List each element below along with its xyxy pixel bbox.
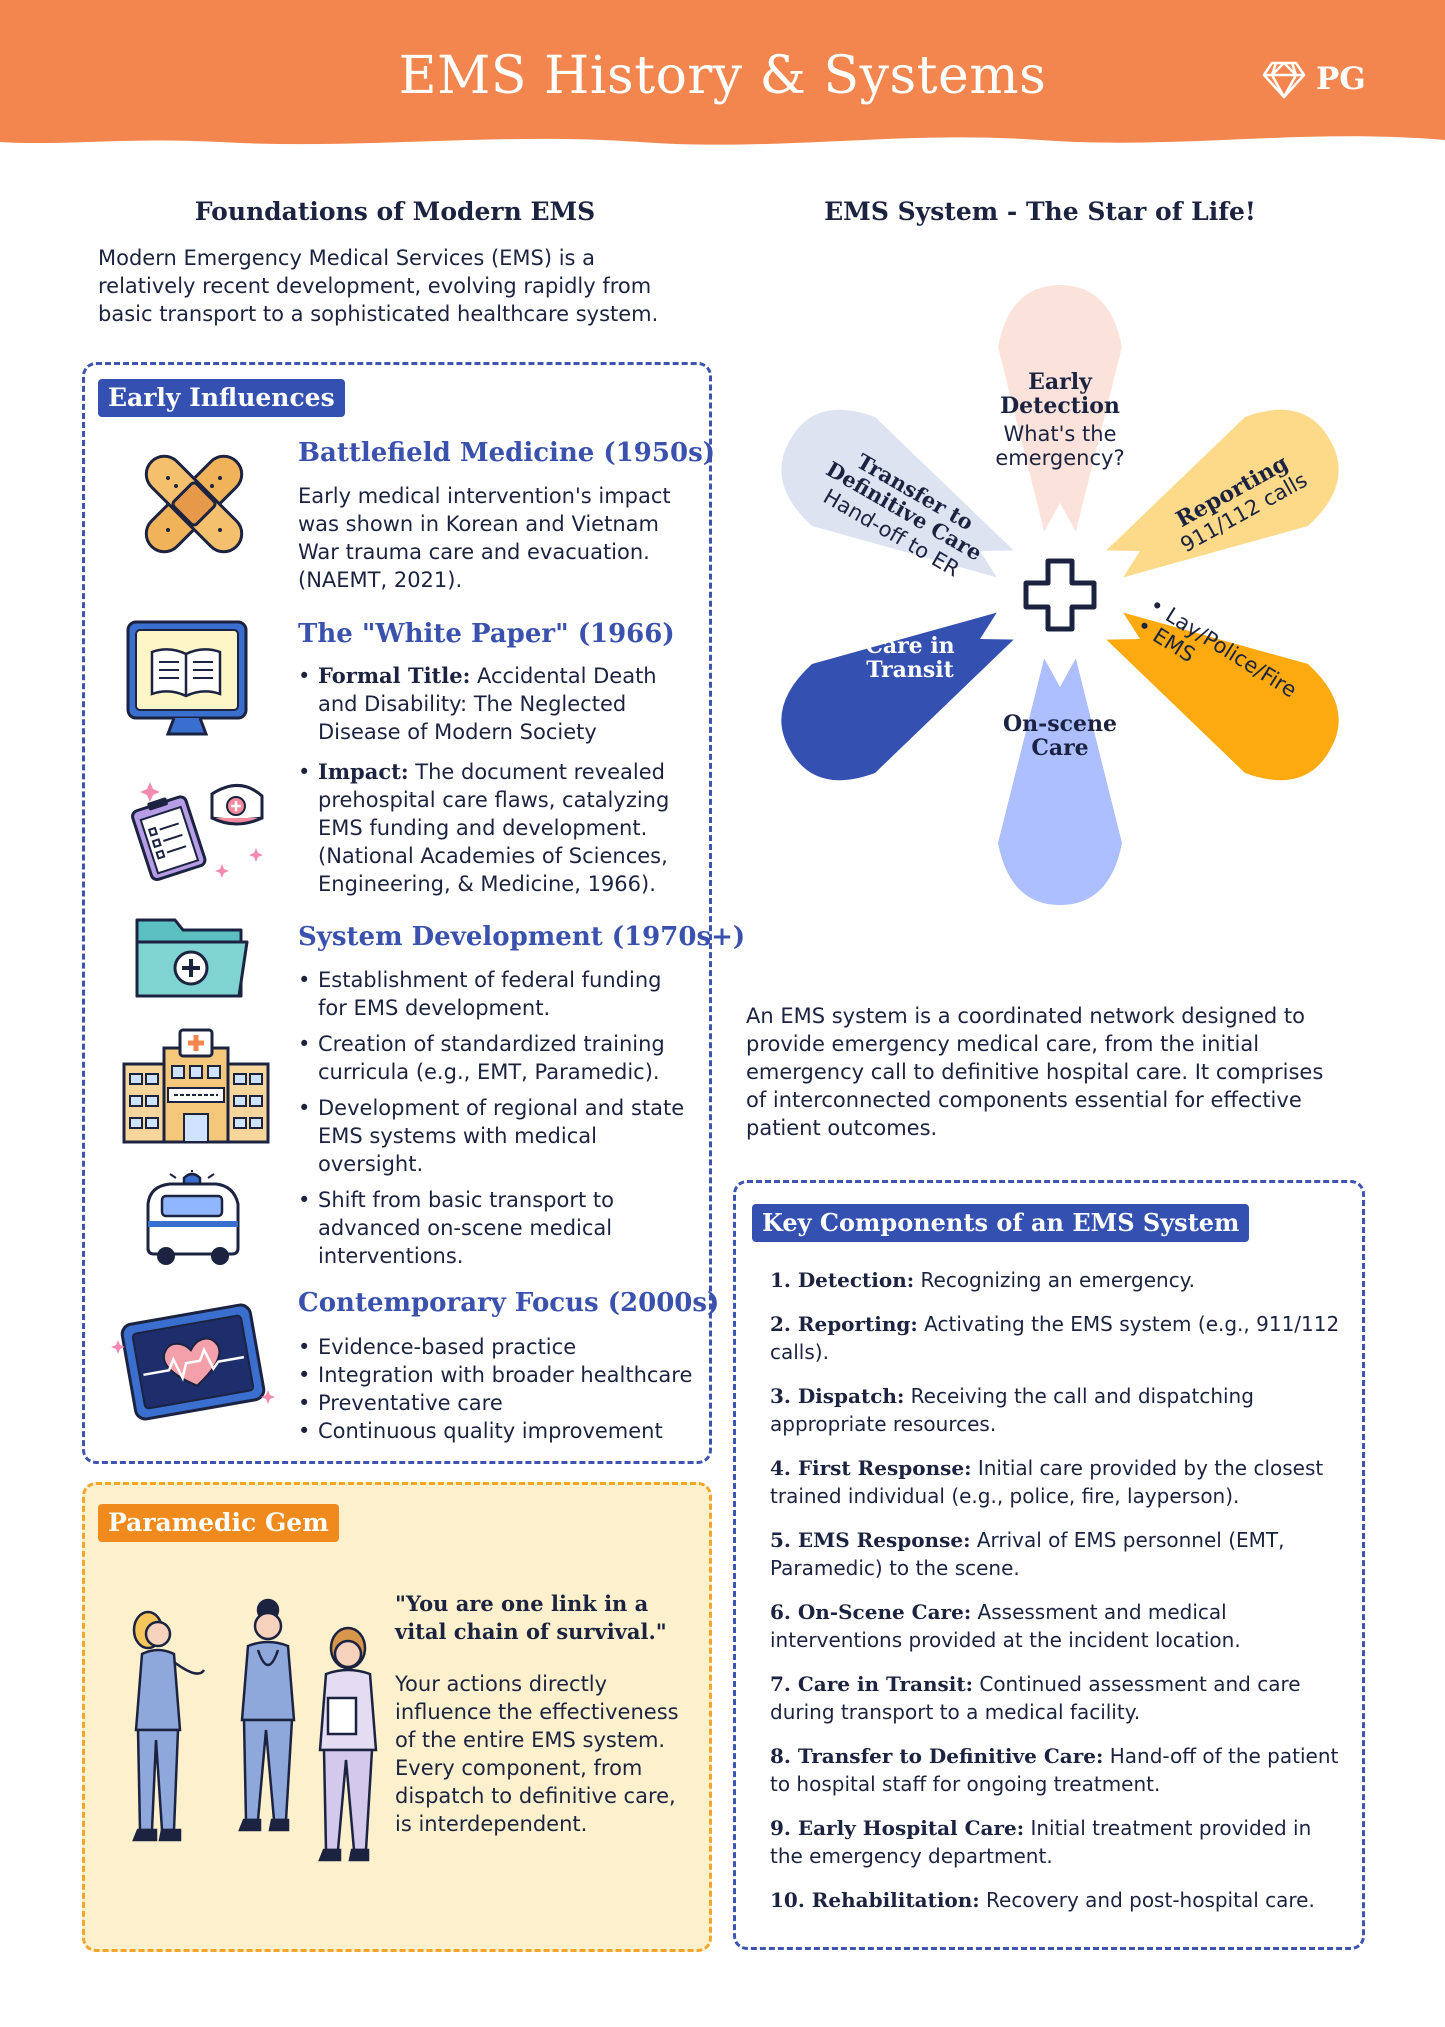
battlefield-title: Battlefield Medicine (1950s)	[298, 438, 716, 468]
star-label-onscene: On-scene Care	[1002, 711, 1118, 761]
foundations-title: Foundations of Modern EMS	[194, 197, 596, 226]
system-development-title: System Development (1970s+)	[298, 922, 746, 952]
contemporary-list: Evidence-based practice Integration with…	[298, 1333, 708, 1445]
list-item: 8. Transfer to Definitive Care: Hand-off…	[770, 1744, 1339, 1796]
white-paper-formal-item: Formal Title: Accidental Death and Disab…	[298, 662, 693, 746]
list-item: Integration with broader healthcare	[298, 1361, 708, 1389]
monitor-book-icon	[126, 620, 248, 736]
list-item: 1. Detection: Recognizing an emergency.	[770, 1268, 1196, 1292]
star-of-life-diagram	[781, 285, 1339, 905]
star-of-life-title: EMS System - The Star of Life!	[824, 197, 1256, 226]
white-paper-list: Formal Title: Accidental Death and Disab…	[298, 662, 693, 898]
list-item: 5. EMS Response: Arrival of EMS personne…	[770, 1528, 1285, 1580]
paramedic-gem-box	[82, 1482, 712, 1952]
list-item: 4. First Response: Initial care provided…	[770, 1456, 1324, 1508]
white-paper-impact-item: Impact: The document revealed prehospita…	[298, 758, 693, 898]
list-item: 7. Care in Transit: Continued assessment…	[770, 1672, 1301, 1724]
gem-logo-icon	[1262, 61, 1306, 99]
list-item: Preventative care	[298, 1389, 708, 1417]
star-arm-response	[1060, 595, 1339, 781]
system-development-list: Establishment of federal funding for EMS…	[298, 966, 693, 1270]
ambulance-icon	[146, 1170, 240, 1265]
key-components-box	[733, 1180, 1365, 1950]
paramedic-gem-label: Paramedic Gem	[98, 1504, 339, 1542]
medical-cross-icon	[1023, 558, 1097, 632]
star-arm-transit	[781, 595, 1060, 781]
bandage-icon	[144, 454, 244, 554]
list-item: Development of regional and state EMS sy…	[298, 1094, 693, 1178]
list-item: 10. Rehabilitation: Recovery and post-ho…	[770, 1888, 1315, 1912]
list-item: 2. Reporting: Activating the EMS system …	[770, 1312, 1340, 1364]
ems-system-description: An EMS system is a coordinated network d…	[746, 1004, 1324, 1140]
star-label-transit: Care in Transit	[865, 633, 955, 683]
gem-text: Your actions directly influence the effe…	[395, 1672, 679, 1836]
header-banner	[0, 0, 1445, 145]
foundations-intro: Modern Emergency Medical Services (EMS) …	[98, 246, 659, 326]
white-paper-title: The "White Paper" (1966)	[298, 619, 675, 649]
contemporary-title: Contemporary Focus (2000s)	[298, 1288, 720, 1318]
list-item: Evidence-based practice	[298, 1333, 708, 1361]
star-arm-onscene	[998, 595, 1122, 905]
star-label-early-detection: Early Detection What's the emergency?	[995, 369, 1125, 470]
star-arm-reporting	[1060, 409, 1339, 595]
logo-text: PG	[1316, 61, 1366, 97]
star-arm-detection	[998, 285, 1122, 595]
test-clipboard-icon	[131, 782, 264, 882]
key-components-label: Key Components of an EMS System	[752, 1204, 1250, 1242]
list-item: 6. On-Scene Care: Assessment and medical…	[770, 1600, 1241, 1652]
list-item: Shift from basic transport to advanced o…	[298, 1186, 693, 1270]
list-item: Continuous quality improvement	[298, 1417, 708, 1445]
list-item: 9. Early Hospital Care: Initial treatmen…	[770, 1816, 1312, 1868]
battlefield-text: Early medical intervention's impact was …	[298, 484, 671, 592]
star-arm-transfer	[781, 409, 1060, 595]
early-influences-label: Early Influences	[98, 379, 345, 417]
early-influences-box	[82, 362, 712, 1464]
medical-staff-illustration	[132, 1598, 378, 1862]
brand-logo: PG	[1262, 54, 1366, 104]
hospital-icon	[122, 1028, 270, 1144]
gem-quote: "You are one link in a vital chain of su…	[395, 1591, 667, 1644]
page-header: EMS History & Systems PG	[0, 0, 1445, 155]
list-item: Creation of standardized training curric…	[298, 1030, 693, 1086]
list-item: Establishment of federal funding for EMS…	[298, 966, 693, 1022]
key-components-list: 1. Detection: Recognizing an emergency. …	[770, 1266, 1345, 1930]
medical-folder-icon	[135, 918, 249, 998]
list-item: 3. Dispatch: Receiving the call and disp…	[770, 1384, 1254, 1436]
heart-monitor-icon	[111, 1303, 275, 1421]
page-title: EMS History & Systems	[398, 46, 1047, 106]
